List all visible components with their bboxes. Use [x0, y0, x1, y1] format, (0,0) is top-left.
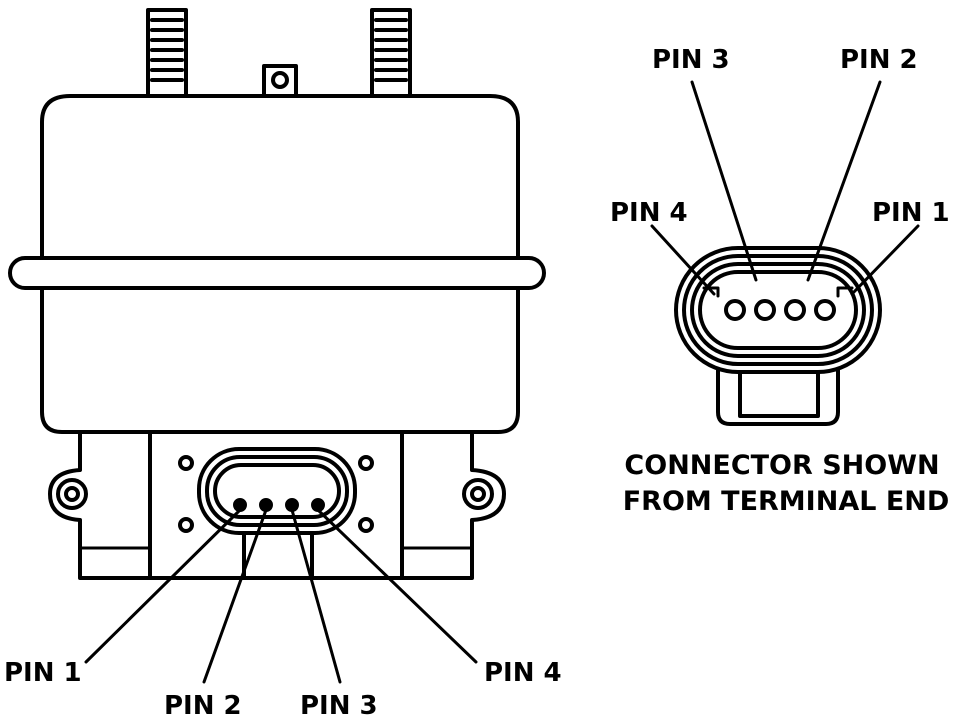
- connector-shell-outer: [674, 246, 882, 374]
- housing-upper: [40, 94, 520, 260]
- component-pin-1-label: PIN 1: [4, 658, 82, 688]
- right-threaded-stud: [370, 8, 412, 98]
- end-view-leader-pin-1: [850, 224, 920, 296]
- right-mount-hole: [462, 478, 494, 510]
- end-view-leader-pin-4: [650, 224, 716, 296]
- leader-line-pin-3: [290, 508, 342, 684]
- leader-line-pin-4: [316, 508, 478, 664]
- small-terminal: [262, 64, 298, 98]
- component-pin-2-label: PIN 2: [164, 691, 242, 721]
- end-view-pin-3-label: PIN 3: [652, 45, 730, 75]
- housing-lower: [40, 284, 520, 434]
- end-view-pin-2-label: PIN 2: [840, 45, 918, 75]
- end-view-pin-1-label: PIN 1: [872, 198, 950, 228]
- component-pin-3-label: PIN 3: [300, 691, 378, 721]
- component-illustration: [8, 8, 546, 684]
- housing-band: [8, 256, 546, 290]
- end-view-pin-2-terminal: [784, 299, 806, 321]
- component-pin-4-label: PIN 4: [484, 658, 562, 688]
- leader-line-pin-1: [84, 508, 242, 664]
- end-view-pin-1-terminal: [814, 299, 836, 321]
- end-view-pin-3-terminal: [754, 299, 776, 321]
- connector-caption-line-1: CONNECTOR SHOWN: [624, 450, 939, 481]
- left-mount-hole: [56, 478, 88, 510]
- end-view-leader-pin-2: [806, 80, 882, 282]
- connector-caption-line-2: FROM TERMINAL END: [623, 486, 950, 517]
- connector-end-view: [650, 80, 920, 426]
- end-view-pin-4-terminal: [724, 299, 746, 321]
- end-view-leader-pin-3: [690, 80, 758, 282]
- left-threaded-stud: [146, 8, 188, 98]
- component-connector: [197, 447, 357, 580]
- end-view-pin-4-label: PIN 4: [610, 198, 688, 228]
- leader-line-pin-2: [202, 508, 268, 684]
